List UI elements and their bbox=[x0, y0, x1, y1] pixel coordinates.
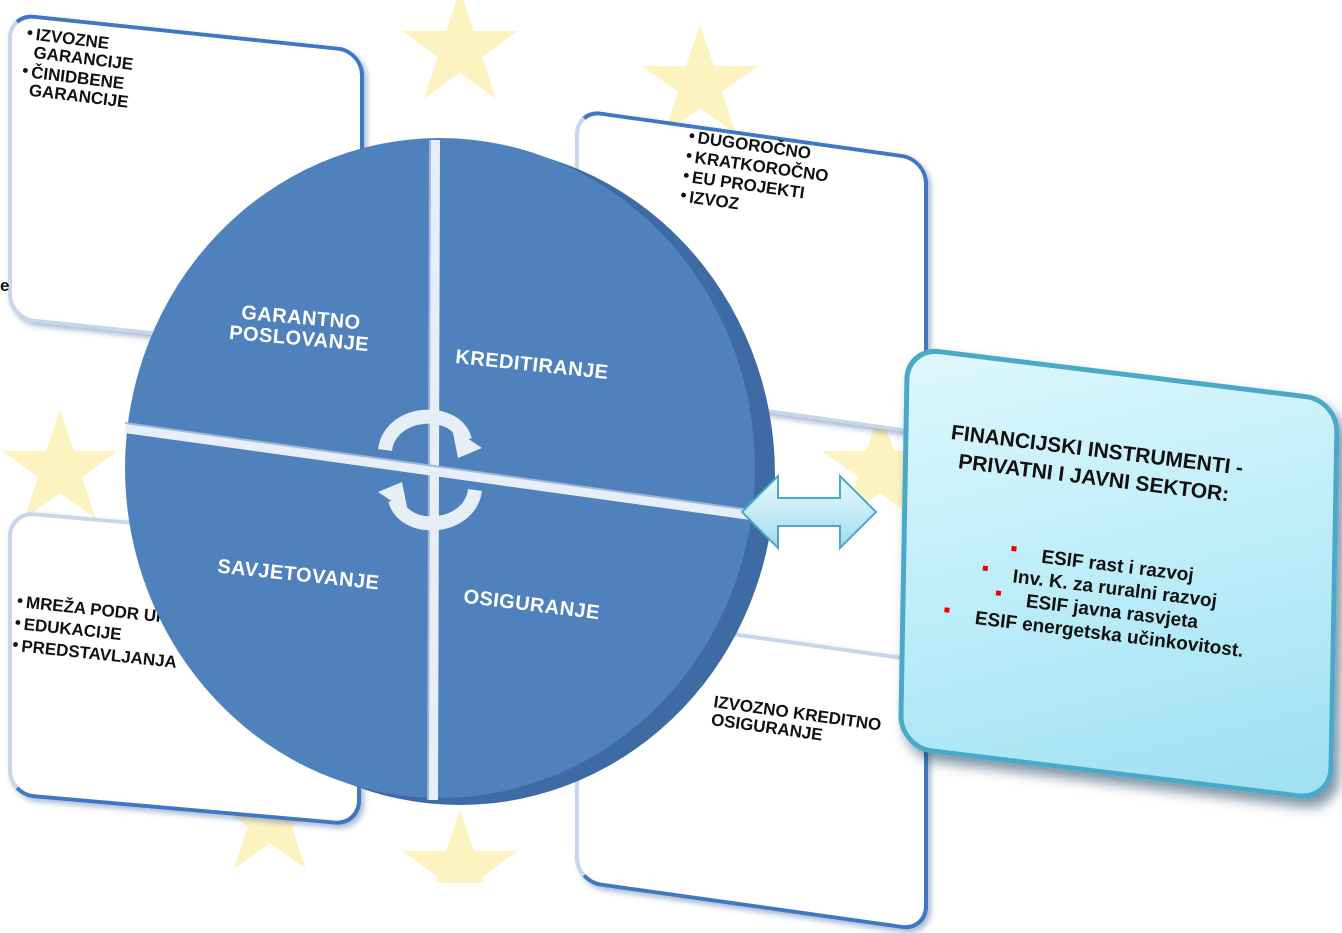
bullet-icon bbox=[1011, 545, 1017, 552]
edge-text: e bbox=[0, 276, 10, 295]
cycle-arrows-icon bbox=[378, 409, 482, 531]
star-icon bbox=[402, 0, 518, 99]
bullet-icon bbox=[982, 565, 988, 572]
services-wheel bbox=[124, 138, 775, 805]
bullet-icon bbox=[995, 590, 1002, 596]
double-arrow-icon bbox=[740, 473, 878, 551]
bullet-icon bbox=[944, 607, 951, 613]
